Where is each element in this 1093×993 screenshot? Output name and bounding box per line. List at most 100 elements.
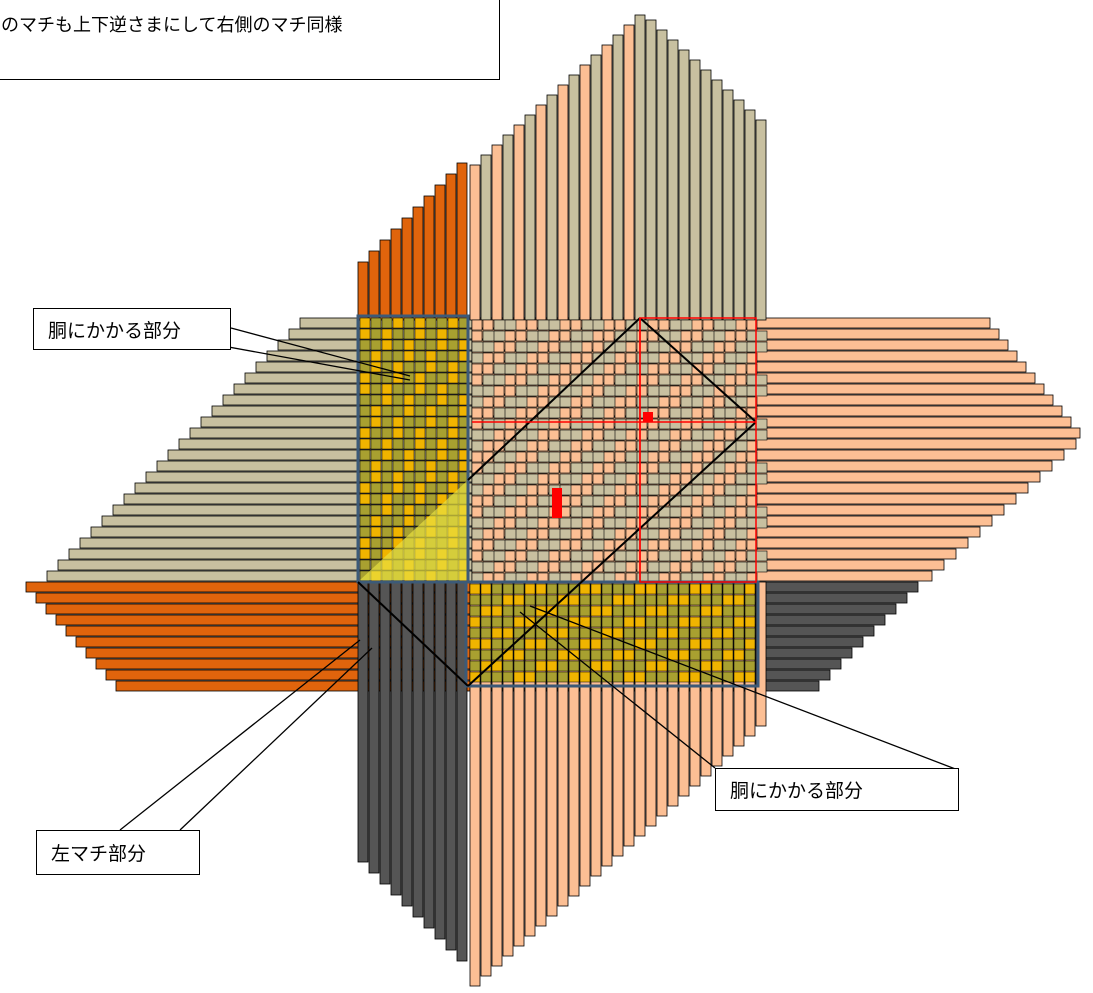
- pattern-cell: [690, 595, 700, 605]
- pattern-cell: [382, 395, 392, 405]
- weave-cell: [516, 375, 526, 385]
- weave-cell: [626, 474, 636, 484]
- weave-cell: [681, 507, 691, 517]
- pattern-cell: [646, 584, 656, 594]
- weave-cell: [604, 364, 614, 374]
- weave-cell: [560, 419, 570, 429]
- weave-cell: [626, 386, 636, 396]
- pattern-cell: [558, 661, 568, 671]
- weave-cell: [725, 507, 735, 517]
- pattern-cell: [657, 617, 667, 627]
- pattern-cell: [360, 505, 370, 515]
- pattern-cell: [404, 406, 414, 416]
- pattern-cell: [393, 329, 403, 339]
- pattern-cell: [558, 606, 568, 616]
- weave-cell: [747, 507, 767, 517]
- pattern-cell: [371, 318, 381, 328]
- pattern-cell: [448, 384, 458, 394]
- weave-cell: [483, 320, 493, 330]
- weave-cell: [670, 518, 680, 528]
- pattern-cell: [393, 439, 403, 449]
- pattern-cell: [404, 516, 414, 526]
- pattern-cell: [635, 606, 645, 616]
- pattern-cell: [437, 472, 447, 482]
- pattern-cell: [360, 450, 370, 460]
- pattern-cell: [360, 483, 370, 493]
- pattern-cell: [448, 318, 458, 328]
- weave-cell: [582, 518, 592, 528]
- weave-cell: [692, 463, 702, 473]
- pattern-cell: [404, 472, 414, 482]
- weave-cell: [538, 485, 548, 495]
- weave-cell: [472, 320, 482, 330]
- weave-cell: [593, 419, 603, 429]
- weave-cell: [505, 331, 515, 341]
- weave-cell: [681, 375, 691, 385]
- weave-cell: [725, 562, 735, 572]
- pattern-cell: [723, 584, 733, 594]
- pattern-cell: [481, 584, 491, 594]
- weave-cell: [571, 408, 581, 418]
- strip: [657, 30, 667, 320]
- pattern-cell: [514, 650, 524, 660]
- pattern-cell: [723, 595, 733, 605]
- strip: [435, 185, 445, 320]
- strip: [413, 207, 423, 320]
- weave-cell: [604, 408, 614, 418]
- weave-cell: [527, 364, 537, 374]
- pattern-cell: [448, 395, 458, 405]
- strip: [369, 251, 379, 320]
- pattern-cell: [635, 650, 645, 660]
- pattern-cell: [470, 639, 480, 649]
- pattern-cell: [437, 406, 447, 416]
- weave-cell: [604, 540, 614, 550]
- pattern-cell: [437, 329, 447, 339]
- pattern-cell: [415, 439, 425, 449]
- pattern-cell: [470, 617, 480, 627]
- pattern-cell: [404, 483, 414, 493]
- pattern-cell: [613, 595, 623, 605]
- pattern-cell: [580, 595, 590, 605]
- pattern-cell: [668, 639, 678, 649]
- pattern-cell: [382, 384, 392, 394]
- pattern-cell: [723, 606, 733, 616]
- pattern-cell: [734, 661, 744, 671]
- weave-cell: [527, 452, 537, 462]
- pattern-cell: [690, 584, 700, 594]
- pattern-cell: [470, 595, 480, 605]
- weave-cell: [571, 353, 581, 363]
- pattern-cell: [360, 516, 370, 526]
- weave-cell: [703, 540, 713, 550]
- strip: [558, 85, 568, 320]
- red-marker: [552, 488, 562, 518]
- strip: [701, 70, 711, 320]
- pattern-cell: [470, 584, 480, 594]
- weave-cell: [505, 518, 515, 528]
- strip: [402, 218, 412, 320]
- pattern-cell: [393, 417, 403, 427]
- weave-cell: [615, 540, 625, 550]
- weave-cell: [483, 540, 493, 550]
- weave-cell: [483, 364, 493, 374]
- strip: [591, 55, 601, 320]
- weave-cell: [626, 485, 636, 495]
- weave-cell: [626, 397, 636, 407]
- pattern-cell: [360, 417, 370, 427]
- pattern-cell: [558, 672, 568, 682]
- weave-cell: [747, 342, 767, 352]
- pattern-cell: [448, 351, 458, 361]
- weave-cell: [648, 364, 658, 374]
- pattern-cell: [437, 318, 447, 328]
- pattern-cell: [426, 340, 436, 350]
- pattern-cell: [360, 373, 370, 383]
- pattern-cell: [481, 639, 491, 649]
- weave-cell: [582, 441, 592, 451]
- pattern-cell: [415, 472, 425, 482]
- weave-cell: [659, 397, 669, 407]
- weave-cell: [637, 507, 647, 517]
- pattern-cell: [492, 584, 502, 594]
- weave-cell: [659, 441, 669, 451]
- strip: [723, 90, 733, 320]
- weave-cell: [538, 342, 548, 352]
- pattern-cell: [437, 428, 447, 438]
